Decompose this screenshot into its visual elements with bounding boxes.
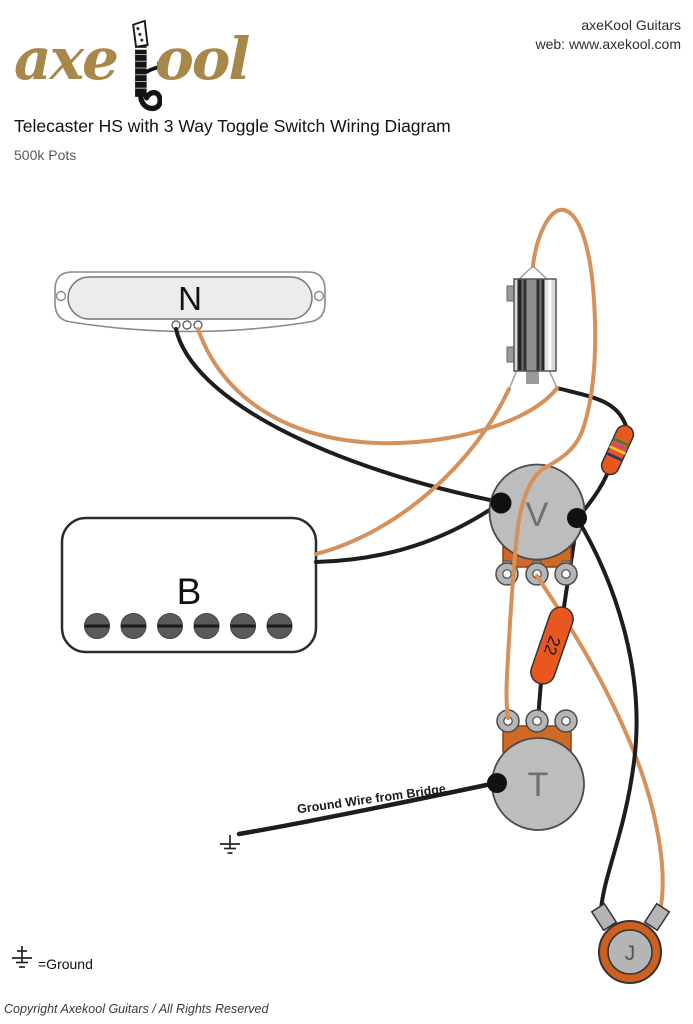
mounting-hole-right [313, 290, 325, 302]
neck-hot-wire [196, 327, 559, 446]
page-subtitle: 500k Pots [14, 147, 77, 163]
resistor-band-navy [605, 451, 623, 462]
copyright-footer: Copyright Axekool Guitars / All Rights R… [4, 1002, 269, 1016]
guitar-neck-icon [132, 19, 163, 112]
ground-legend: =Ground [12, 946, 93, 972]
volume-pot: V [488, 463, 586, 586]
neck-ground-wire [174, 327, 502, 504]
switch-bottom-leads [509, 369, 558, 389]
axekool-logo: axe ool [14, 6, 250, 112]
ground-symbol [220, 835, 240, 854]
jack-label: J [625, 942, 636, 965]
bridge-pickup: B [60, 516, 318, 654]
capacitor: 22 [530, 606, 574, 685]
jack-tab-right [643, 902, 671, 932]
page-title: Telecaster HS with 3 Way Toggle Switch W… [14, 116, 451, 136]
volume-pot-label: V [526, 496, 549, 534]
switch-stub [526, 371, 539, 384]
resistor-band-green [612, 437, 630, 447]
logo-text-axe: axe [14, 25, 119, 93]
neck-pickup-label: N [178, 280, 202, 317]
neck-pickup: N [54, 271, 326, 333]
tone-pot-label: T [528, 766, 549, 804]
neck-eyelet-2 [182, 320, 192, 330]
ground-legend-label: =Ground [38, 956, 93, 972]
solder-joint-volume-right [567, 508, 587, 528]
resistor [600, 424, 635, 476]
solder-joint-volume-left [490, 492, 512, 514]
bridge-hot-wire [314, 387, 511, 556]
bridge-plate-ground-wire [236, 780, 499, 837]
resistor-band-magenta [610, 441, 628, 451]
tone-pot: T [491, 709, 585, 831]
bridge-pickup-label: B [177, 571, 202, 612]
jack-tab-left [590, 902, 618, 932]
switch-output-wire [555, 386, 628, 428]
header-contact-block: axeKool Guitars web: www.axekool.com [535, 16, 681, 54]
solder-joint-tone-left [487, 773, 507, 793]
company-name: axeKool Guitars [581, 17, 681, 33]
mounting-hole-left [55, 290, 67, 302]
volume-to-jack-ground-wire [575, 516, 639, 912]
switch-body [513, 278, 557, 372]
bridge-pole-pieces [84, 613, 293, 639]
volume-pot-lugs [495, 562, 578, 586]
resistor-band-yellow [608, 445, 626, 455]
switch-to-tone-wire [504, 207, 598, 720]
toggle-switch [506, 265, 558, 389]
bridge-ground-wire [314, 501, 502, 564]
jack-center [607, 929, 653, 975]
output-jack: J [590, 902, 671, 984]
logo-text-ool: ool [155, 25, 250, 93]
ground-legend-icon [12, 946, 32, 968]
website-url: web: www.axekool.com [535, 36, 681, 52]
